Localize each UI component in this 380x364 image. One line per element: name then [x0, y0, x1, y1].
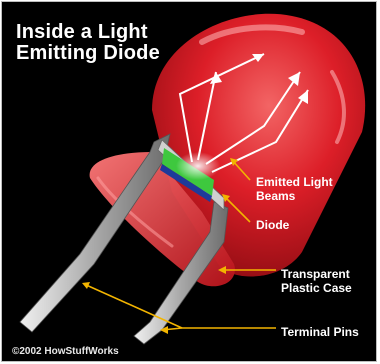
diagram-title: Inside a Light Emitting Diode: [16, 22, 186, 64]
copyright-credit: ©2002 HowStuffWorks: [12, 346, 119, 358]
label-emitted-light-beams: Emitted Light Beams: [256, 175, 366, 203]
label-transparent-plastic-case: Transparent Plastic Case: [281, 267, 371, 295]
label-terminal-pins: Terminal Pins: [281, 325, 359, 339]
label-diode: Diode: [256, 218, 289, 232]
